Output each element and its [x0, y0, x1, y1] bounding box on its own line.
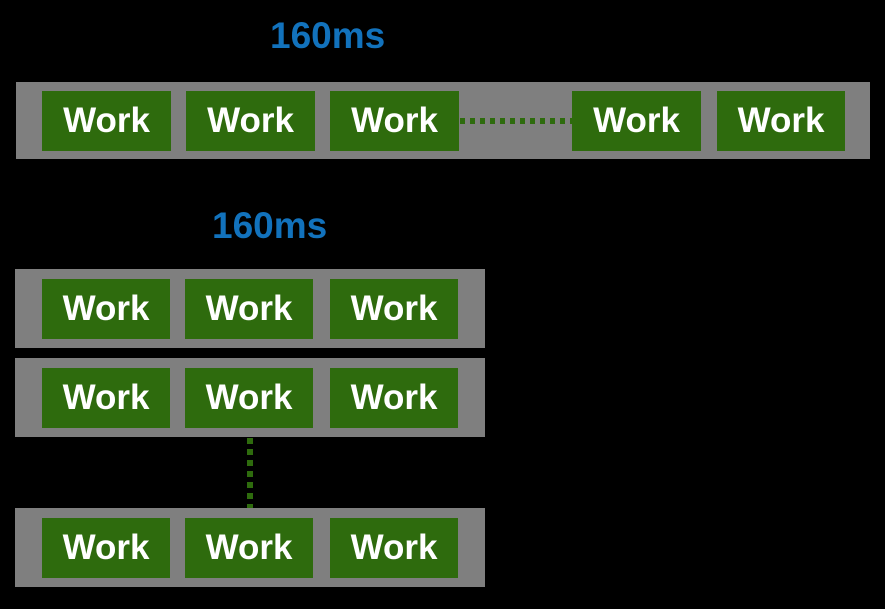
- work-block: Work: [717, 91, 845, 151]
- top-duration-label: 160ms: [270, 15, 386, 56]
- work-block: Work: [330, 368, 458, 428]
- work-block: Work: [42, 518, 170, 578]
- work-block: Work: [330, 91, 459, 151]
- work-block: Work: [572, 91, 701, 151]
- bottom-duration-label: 160ms: [212, 205, 328, 246]
- timeline-track-top: Work Work Work Work Work: [16, 82, 870, 159]
- timeline-track-row-2: Work Work Work: [15, 358, 485, 437]
- timeline-track-row-3: Work Work Work: [15, 508, 485, 587]
- work-block: Work: [185, 279, 313, 339]
- ellipsis-dots-horizontal-icon: [460, 118, 572, 124]
- work-block: Work: [185, 518, 313, 578]
- work-block: Work: [330, 518, 458, 578]
- work-block: Work: [42, 91, 171, 151]
- work-block: Work: [185, 368, 313, 428]
- work-block: Work: [186, 91, 315, 151]
- timeline-track-row-1: Work Work Work: [15, 269, 485, 348]
- work-block: Work: [330, 279, 458, 339]
- ellipsis-dots-vertical-icon: [247, 438, 253, 509]
- work-block: Work: [42, 279, 170, 339]
- work-block: Work: [42, 368, 170, 428]
